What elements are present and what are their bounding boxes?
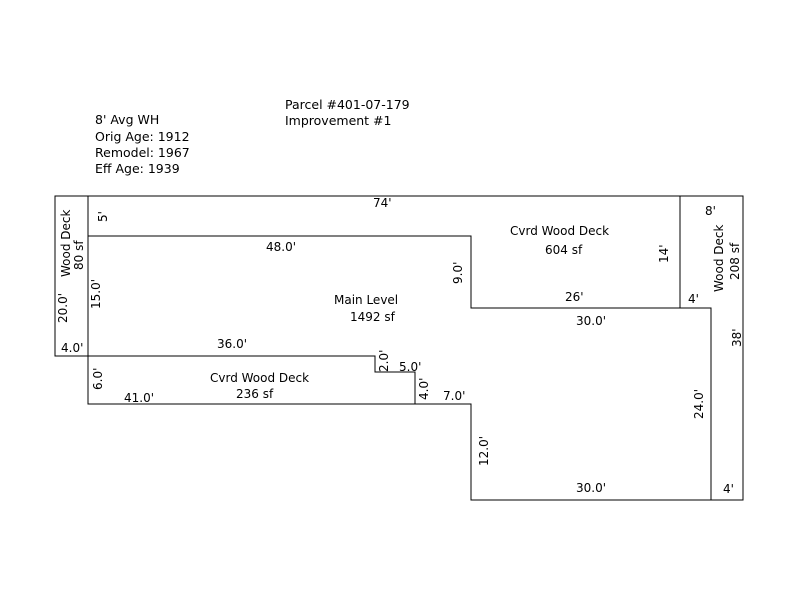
dim-main-15: 15.0' <box>89 279 103 309</box>
dim-deck-14: 14' <box>657 244 671 263</box>
wood-deck-right-label: Wood Deck <box>712 225 726 292</box>
original-age: Orig Age: 1912 <box>95 129 190 144</box>
wood-deck-left-size: 80 sf <box>72 240 86 270</box>
dim-left-4: 4.0' <box>61 341 83 355</box>
dim-main-24: 24.0' <box>692 389 706 419</box>
dim-main-12: 12.0' <box>477 436 491 466</box>
dim-main-2: 2.0' <box>377 350 391 372</box>
dim-deck-26: 26' <box>565 290 584 304</box>
dim-main-9: 9.0' <box>451 262 465 284</box>
effective-age: Eff Age: 1939 <box>95 161 180 176</box>
main-level-size: 1492 sf <box>350 310 396 324</box>
covered-deck-bottom-label: Cvrd Wood Deck <box>210 371 309 385</box>
outer-outline <box>54 195 712 501</box>
dim-main-48: 48.0' <box>266 240 296 254</box>
dim-top-74: 74' <box>373 196 392 210</box>
dim-main-4: 4.0' <box>417 378 431 400</box>
dim-bottom-6: 6.0' <box>91 368 105 390</box>
improvement-number: Improvement #1 <box>285 113 392 128</box>
dim-right-4-bottom: 4' <box>723 482 734 496</box>
dim-bottom-41: 41.0' <box>124 391 154 405</box>
wood-deck-left-label: Wood Deck <box>59 210 73 277</box>
dim-left-20: 20.0' <box>56 293 70 323</box>
dim-main-5: 5.0' <box>399 360 421 374</box>
wood-deck-right-size: 208 sf <box>728 242 742 280</box>
wall-height: 8' Avg WH <box>95 112 159 127</box>
dim-right-8: 8' <box>705 204 716 218</box>
dim-left-5: 5' <box>96 211 110 222</box>
dim-main-7: 7.0' <box>443 389 465 403</box>
main-level-label: Main Level <box>334 293 398 307</box>
covered-deck-top-size: 604 sf <box>545 243 583 257</box>
main-level-outline <box>87 235 680 404</box>
dim-deck-4-mid: 4' <box>688 292 699 306</box>
right-wood-deck-outline <box>680 195 744 501</box>
covered-deck-top-label: Cvrd Wood Deck <box>510 224 609 238</box>
dim-main-36: 36.0' <box>217 337 247 351</box>
bottom-deck-outline <box>88 355 416 404</box>
remodel-year: Remodel: 1967 <box>95 145 190 160</box>
parcel-number: Parcel #401-07-179 <box>285 97 410 112</box>
dim-right-38: 38' <box>730 328 744 347</box>
dim-main-30-top: 30.0' <box>576 314 606 328</box>
dim-main-30-bottom: 30.0' <box>576 481 606 495</box>
covered-deck-bottom-size: 236 sf <box>236 387 274 401</box>
